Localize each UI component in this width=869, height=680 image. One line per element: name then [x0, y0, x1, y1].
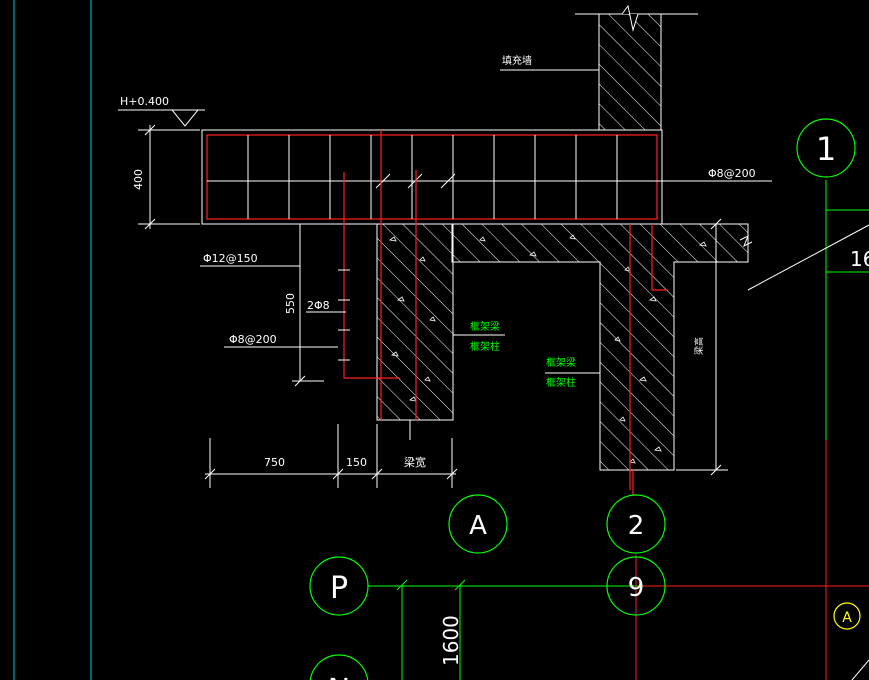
dimension-bottom	[204, 420, 458, 488]
axis-bubble-A-small: A	[833, 602, 861, 630]
level-mark	[118, 109, 205, 127]
axis-bubble-2: 2	[606, 494, 666, 554]
aggregate-marks	[389, 234, 707, 464]
top-rebar-label: Φ8@200	[708, 167, 756, 180]
axis-P-label: P	[330, 571, 348, 606]
left-beam-label: 框架梁	[470, 320, 500, 333]
dim-400: 400	[132, 169, 145, 190]
axis-bubble-A: A	[448, 494, 508, 554]
dim-550: 550	[284, 293, 297, 314]
axis-A-label: A	[469, 511, 487, 541]
dim-right-height: 梁高	[693, 337, 705, 355]
dim-beam-width: 梁宽	[404, 455, 426, 469]
axis-bubble-9: 9	[606, 556, 666, 616]
axis-bubble-1: 1	[796, 118, 856, 178]
axis-9-label: 9	[628, 573, 645, 603]
dimension-right-height	[676, 218, 728, 476]
left-column-label: 框架柱	[470, 340, 500, 353]
dim-750: 750	[264, 456, 285, 469]
beam-rebars	[343, 130, 668, 495]
axis-N-label: N	[328, 673, 350, 680]
dimension-beam-depth	[292, 224, 324, 387]
level-mark-text: H+0.400	[120, 95, 169, 108]
axis-16-label: 16	[850, 247, 869, 271]
axis-bubble-N: N	[309, 654, 369, 680]
slab-rebar-cage	[206, 134, 658, 220]
axis-1-label: 1	[816, 130, 836, 168]
right-beam-label: 框架梁	[546, 356, 576, 369]
dim-150: 150	[346, 456, 367, 469]
right-column-label: 框架柱	[546, 376, 576, 389]
concrete-beam	[376, 223, 753, 471]
stirrup-markers	[338, 269, 350, 361]
stirrup-label: Φ8@200	[229, 333, 277, 346]
infill-wall	[575, 4, 698, 131]
infill-wall-label: 填充墙	[502, 54, 532, 67]
axis-A-small-label: A	[842, 610, 852, 626]
axis-2-label: 2	[628, 511, 645, 541]
dimension-slab-thickness	[138, 124, 200, 230]
axis-lines	[368, 180, 869, 680]
dim-1600: 1600	[439, 615, 463, 666]
bottom-rebar-label: Φ12@150	[203, 252, 258, 265]
bars-label: 2Φ8	[307, 299, 330, 312]
slab-outline	[201, 129, 663, 225]
axis-bubble-P: P	[309, 556, 369, 616]
